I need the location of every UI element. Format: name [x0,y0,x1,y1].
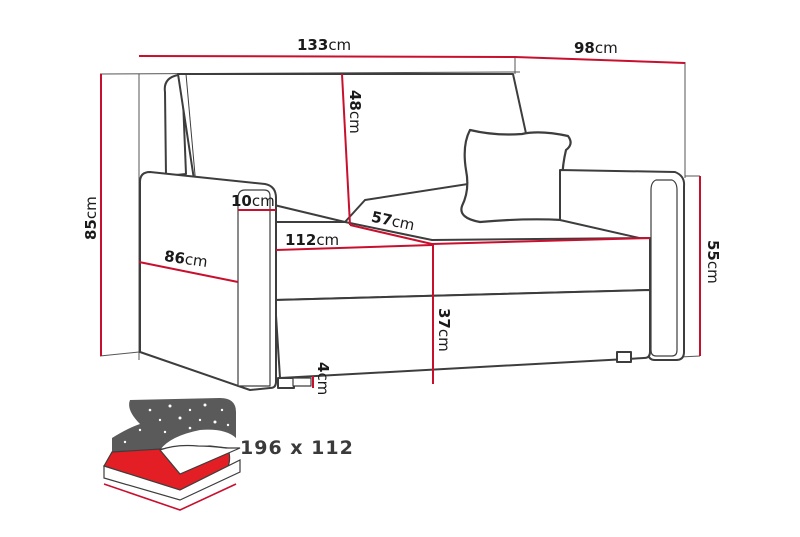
bed-icon [103,398,241,511]
dimension-lines [100,55,701,388]
seat-height-label: 37cm [435,308,453,352]
backrest-height-label: 48cm [346,90,364,134]
sofa-outline [139,73,686,391]
armrest-width-label: 10cm [231,192,275,210]
depth-label: 98cm [574,39,618,57]
width-label: 133cm [297,36,352,54]
seat-width-label: 112cm [285,231,340,249]
sleeping-area-label: 196 x 112 [240,437,354,459]
armrest-height-label: 55cm [704,240,722,284]
height-label: 85cm [82,196,100,240]
leg-height-label: 4cm [314,362,332,396]
